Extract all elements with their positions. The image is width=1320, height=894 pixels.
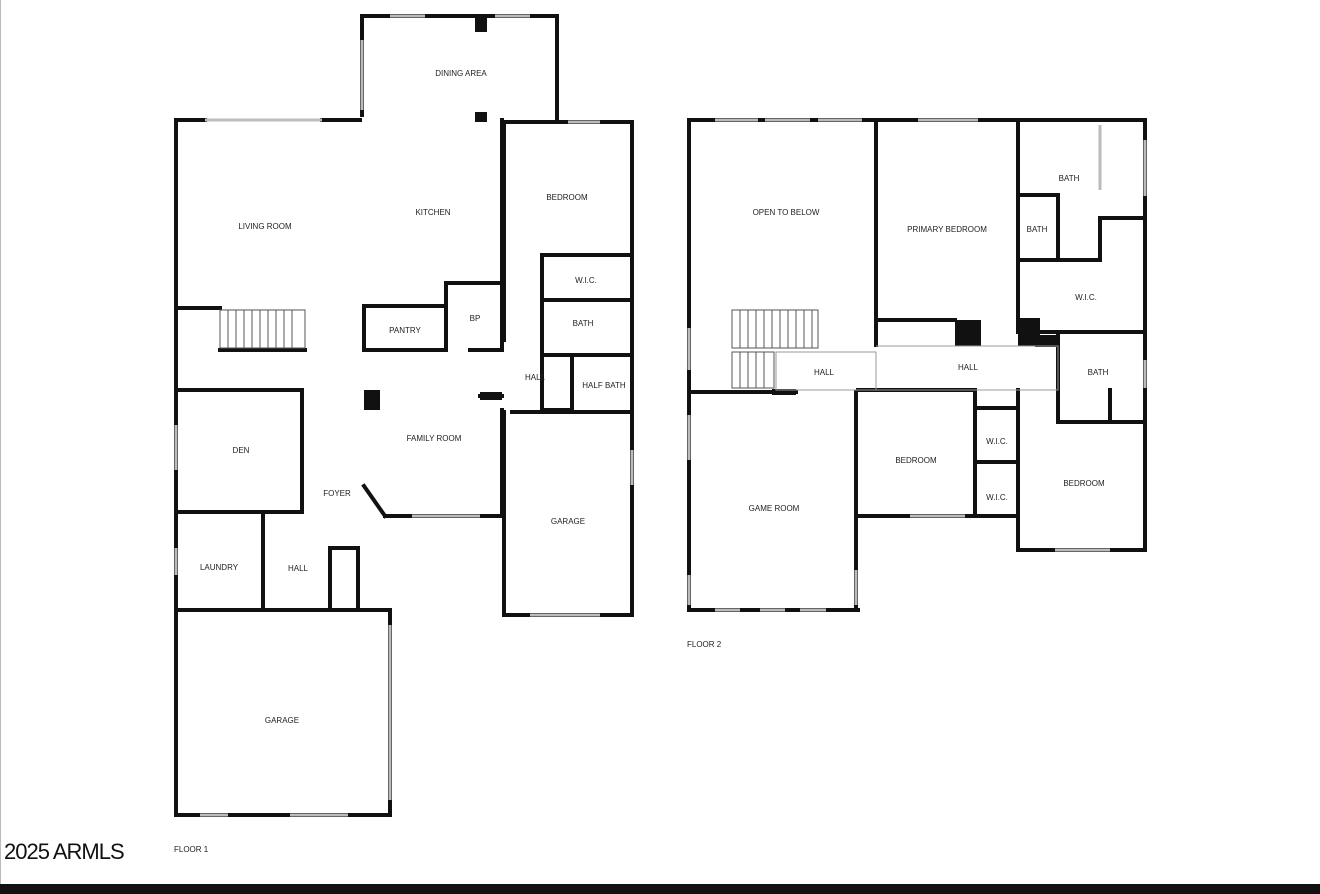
floor-2-columns — [772, 318, 1057, 395]
room-laundry: LAUNDRY — [200, 563, 239, 572]
room-garage: GARAGE — [265, 716, 299, 725]
room-family-room: FAMILY ROOM — [407, 434, 462, 443]
room-bp: BP — [470, 314, 481, 323]
room-primary-bedroom: PRIMARY BEDROOM — [907, 225, 987, 234]
room-bedroom: BEDROOM — [895, 456, 937, 465]
room-bedroom: BEDROOM — [1063, 479, 1105, 488]
room-hall: HALL — [288, 564, 309, 573]
room-bath: BATH — [1059, 174, 1080, 183]
copyright-watermark: 2025 ARMLS — [4, 839, 125, 864]
room-hall: HALL — [525, 373, 546, 382]
room-game-room: GAME ROOM — [749, 504, 800, 513]
room-half-bath: HALF BATH — [582, 381, 626, 390]
room-den: DEN — [233, 446, 250, 455]
room-wic: W.I.C. — [1075, 293, 1097, 302]
floor-2-stairs — [731, 309, 819, 389]
room-foyer: FOYER — [323, 489, 351, 498]
room-kitchen: KITCHEN — [415, 208, 450, 217]
room-wic: W.I.C. — [986, 437, 1008, 446]
floor-2-windows — [687, 118, 1147, 612]
room-open-to-below: OPEN TO BELOW — [753, 208, 820, 217]
floor-1-stairs — [219, 309, 306, 349]
floor-2-label: FLOOR 2 — [687, 640, 722, 649]
room-bath: BATH — [1088, 368, 1109, 377]
room-hall: HALL — [814, 368, 835, 377]
bottom-bar — [0, 884, 1320, 894]
room-hall: HALL — [958, 363, 979, 372]
floor-1-windows — [174, 14, 634, 817]
room-bath: BATH — [573, 319, 594, 328]
floor-2-railings — [775, 345, 1059, 391]
floor-1-walls — [174, 14, 634, 817]
floor-1-labels: DINING AREA LIVING ROOM KITCHEN BEDROOM … — [174, 69, 626, 854]
room-wic: W.I.C. — [575, 276, 597, 285]
page-edge — [0, 0, 1, 884]
room-dining-area: DINING AREA — [435, 69, 487, 78]
room-living-room: LIVING ROOM — [238, 222, 292, 231]
floor-1-columns — [364, 16, 502, 410]
room-wic: W.I.C. — [986, 493, 1008, 502]
room-garage: GARAGE — [551, 517, 585, 526]
floor-2-walls — [687, 118, 1147, 612]
floor-1-label: FLOOR 1 — [174, 845, 209, 854]
room-bedroom: BEDROOM — [546, 193, 588, 202]
floor-2-labels: OPEN TO BELOW PRIMARY BEDROOM BATH BATH … — [687, 174, 1109, 649]
room-bath: BATH — [1027, 225, 1048, 234]
room-pantry: PANTRY — [389, 326, 421, 335]
